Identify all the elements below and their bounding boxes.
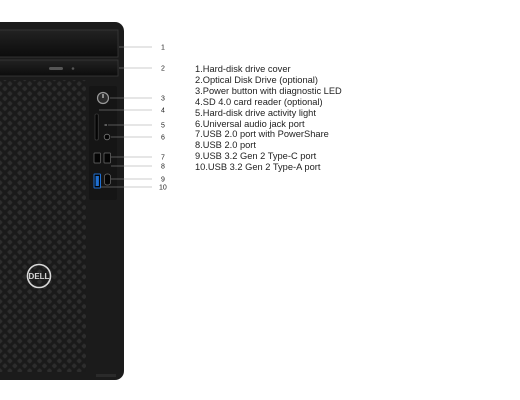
legend-item: 8.USB 2.0 port [195, 140, 256, 151]
callout-number: 8 [161, 164, 165, 171]
front-mesh-grille [0, 80, 86, 372]
callout-number: 1 [161, 45, 165, 52]
usb-a-gen2-tongue [95, 176, 99, 186]
legend-item: 3.Power button with diagnostic LED [195, 85, 342, 96]
usb-2-powershare-port [93, 152, 101, 164]
dell-logo: DELL [26, 263, 52, 289]
callout-number: 5 [161, 123, 165, 130]
hard-disk-drive-cover [0, 29, 119, 58]
optical-drive-led [71, 67, 75, 70]
hdd-activity-light [104, 124, 107, 126]
usb-c-port [104, 173, 111, 186]
optical-drive-eject-button [49, 67, 63, 70]
legend-item: 9.USB 3.2 Gen 2 Type-C port [195, 151, 317, 162]
usb-2-port [103, 152, 111, 164]
leader-lines [99, 46, 152, 188]
sd-card-reader-slot [94, 113, 99, 141]
callout-numbers: 1 2 3 4 5 6 7 8 9 10 [159, 45, 167, 192]
component-legend: 1.Hard-disk drive cover 2.Optical Disk D… [195, 64, 342, 173]
callout-number: 9 [161, 177, 165, 184]
tower-foot [96, 374, 116, 377]
legend-item: 5.Hard-disk drive activity light [195, 107, 316, 118]
callout-number: 10 [159, 185, 167, 192]
callout-number: 4 [161, 108, 165, 115]
legend-item: 6.Universal audio jack port [195, 118, 305, 129]
legend-item: 2.Optical Disk Drive (optional) [195, 74, 318, 85]
legend-item: 1.Hard-disk drive cover [195, 64, 291, 74]
callout-number: 7 [161, 155, 165, 162]
callout-number: 6 [161, 135, 165, 142]
legend-item: 10.USB 3.2 Gen 2 Type-A port [195, 162, 321, 173]
legend-item: 7.USB 2.0 port with PowerShare [195, 129, 329, 140]
callout-number: 3 [161, 96, 165, 103]
dell-logo-text: DELL [29, 272, 50, 281]
power-icon [102, 94, 104, 98]
callout-number: 2 [161, 66, 165, 73]
audio-jack-port [103, 133, 111, 141]
legend-item: 4.SD 4.0 card reader (optional) [195, 96, 323, 107]
